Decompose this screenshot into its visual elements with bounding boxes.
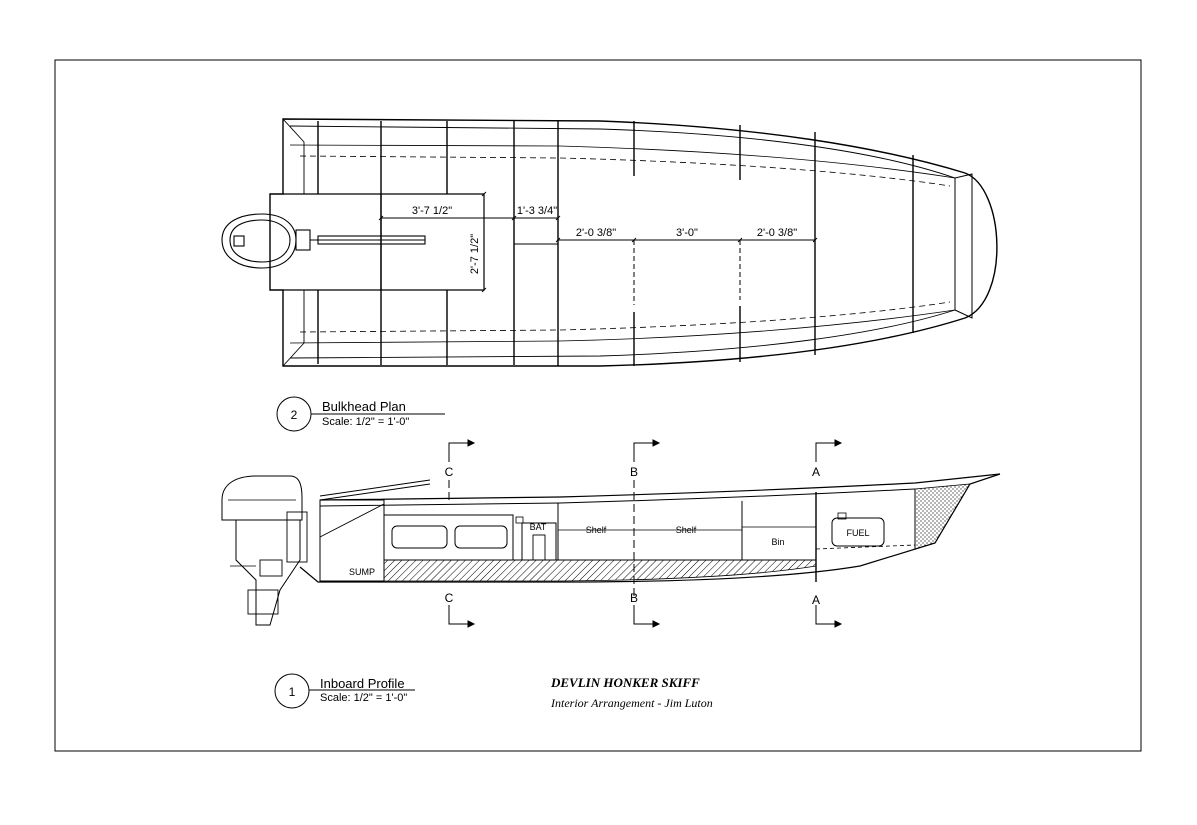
profile-hatched-floor [383, 559, 817, 582]
dim-label: 3'-0" [676, 227, 698, 239]
profile-outboard-motor [221, 475, 308, 626]
fuel-tank [831, 517, 885, 547]
drawing-subtitle: Interior Arrangement - Jim Luton [550, 696, 713, 710]
bin-label: Bin [771, 537, 784, 547]
plan-stern-corner-top [282, 118, 305, 194]
profile-bow-fill [914, 483, 971, 550]
plan-dimensions [378, 191, 818, 293]
profile-port-light [391, 525, 448, 549]
profile-view-number: 1 [289, 685, 296, 699]
plan-motor-well [283, 193, 382, 291]
drawing-title: DEVLIN HONKER SKIFF [550, 675, 700, 690]
profile-sheer [319, 473, 1001, 501]
plan-chine-top [299, 155, 951, 187]
profile-bottom [299, 473, 1001, 583]
plan-top-line [289, 144, 956, 179]
section-markers [448, 439, 843, 628]
profile-port-light [454, 525, 508, 549]
section-c-label: C [445, 465, 454, 479]
plan-stern-corner-bottom [282, 290, 305, 367]
section-a-label: A [812, 593, 820, 607]
sheet-border [54, 59, 1142, 752]
section-a-label: A [812, 465, 820, 479]
bulkhead-plan [269, 118, 998, 367]
plan-view-scale: Scale: 1/2" = 1'-0" [322, 416, 409, 428]
plan-view-title: Bulkhead Plan [322, 399, 406, 414]
shelf-label: Shelf [586, 525, 607, 535]
plan-view-label: 2 Bulkhead Plan Scale: 1/2" = 1'-0" [276, 396, 445, 432]
section-c-label: C [445, 591, 454, 605]
plan-view-number: 2 [291, 408, 298, 422]
plan-bottom-line [289, 309, 956, 344]
plan-bow-box [954, 173, 973, 319]
dim-label: 2'-0 3/8" [757, 227, 797, 239]
section-b-label: B [630, 591, 638, 605]
profile-view-label: 1 Inboard Profile Scale: 1/2" = 1'-0" [274, 673, 415, 709]
dim-label: 3'-7 1/2" [412, 205, 452, 217]
dim-label: 2'-0 3/8" [576, 227, 616, 239]
section-b-label: B [630, 465, 638, 479]
battery-label: BAT [530, 522, 547, 532]
plan-chine-bottom [299, 301, 951, 333]
profile-view-scale: Scale: 1/2" = 1'-0" [320, 692, 407, 704]
plan-outboard-motor [221, 213, 426, 269]
sump-label: SUMP [349, 567, 375, 577]
plan-hull-outline [269, 118, 998, 367]
plan-inner-hull [289, 125, 956, 359]
profile-view-title: Inboard Profile [320, 676, 405, 691]
dim-label-vertical: 2'-7 1/2" [469, 234, 481, 274]
inboard-profile [299, 473, 1001, 583]
profile-gunwale [319, 488, 916, 507]
dim-label: 1'-3 3/4" [517, 205, 557, 217]
shelf-label: Shelf [676, 525, 697, 535]
profile-cabin-box [383, 514, 514, 561]
fuel-label: FUEL [846, 528, 869, 538]
